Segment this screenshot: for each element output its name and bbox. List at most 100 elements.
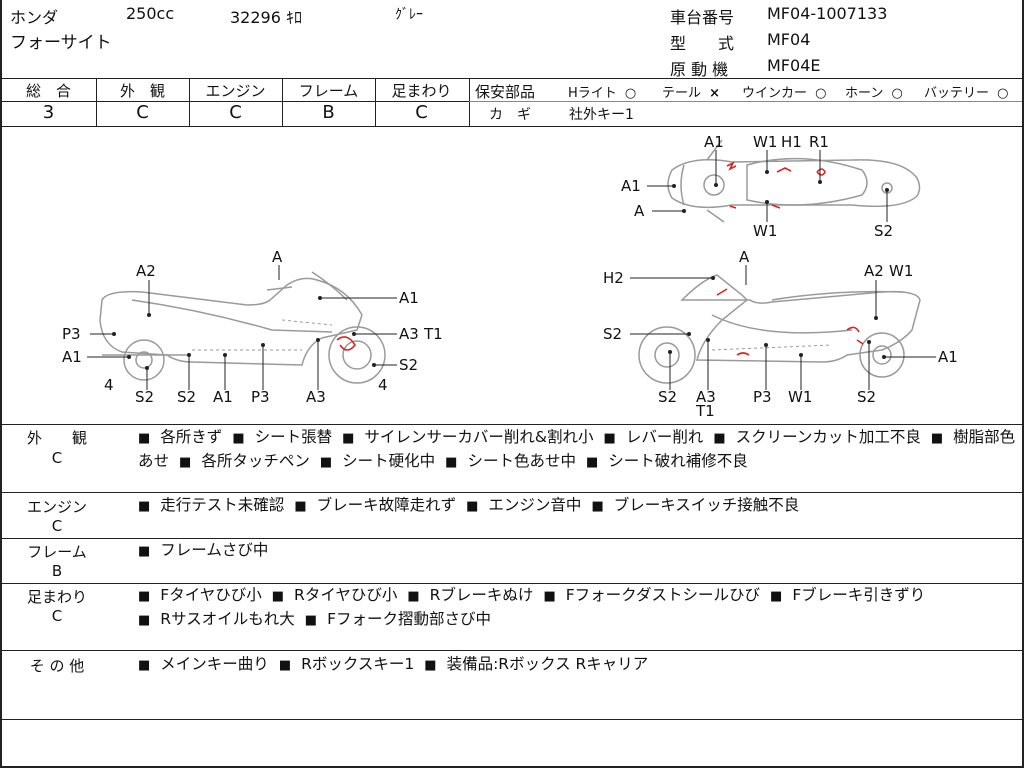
exterior-item: スクリーンカット加工不良 [713, 428, 921, 446]
damage-diagram: A1 W1 H1 R1 A1 A W1 S2 A A2 A1 P3 A3 T1 … [62, 133, 958, 420]
diagram-label: P3 [753, 388, 772, 406]
divider [375, 78, 376, 126]
exterior-item: サイレンサーカバー削れ&割れ小 [342, 428, 593, 446]
grade-value-overall: 3 [42, 102, 55, 123]
safety-item-horn: ホーン ○ [845, 82, 903, 101]
diagram-label: A3 [306, 388, 326, 406]
safety-item-battery: バッテリー ○ [924, 82, 1009, 101]
frame-item: フレームさび中 [138, 541, 268, 559]
diagram-label: S2 [603, 325, 622, 343]
engine-label: 原 動 機 [670, 60, 729, 79]
grade-label-exterior: 外 観 [119, 82, 165, 100]
divider [282, 78, 283, 126]
key-value: 社外キー1 [569, 107, 634, 123]
diagram-label: H2 [603, 269, 624, 287]
diagram-label: W1 [753, 222, 777, 240]
diagram-label: A1 [938, 348, 958, 366]
diagram-label: A2 [864, 262, 884, 280]
safety-label: 保安部品 [475, 83, 536, 101]
grade-value-suspension: C [415, 102, 428, 123]
section-label-suspension: 足まわり [26, 588, 87, 606]
safety-item-name: テール [662, 86, 702, 101]
safety-item-headlight: Hライト ○ [568, 82, 636, 101]
section-label-frame: フレーム [27, 543, 87, 561]
type-label: 型 式 [670, 34, 735, 53]
diagram-label: S2 [658, 388, 677, 406]
grade-label-overall: 総 合 [25, 82, 71, 100]
divider [469, 78, 470, 126]
displacement: 250cc [126, 4, 175, 23]
section-label-exterior: 外 観 [26, 429, 87, 447]
engine-item: エンジン音中 [466, 496, 581, 514]
section-items-frame: フレームさび中 [138, 539, 1018, 563]
grade-label-frame: フレーム [298, 82, 359, 100]
diagram-label: P3 [62, 325, 81, 343]
divider [96, 78, 97, 126]
engine-item: ブレーキ故障走れず [294, 496, 456, 514]
divider [469, 101, 1022, 102]
suspension-item: Fフォーク摺動部さび中 [305, 610, 491, 628]
section-items-exterior: 各所きずシート張替サイレンサーカバー削れ&割れ小レバー削れスクリーンカット加工不… [138, 426, 1018, 474]
engine-item: ブレーキスイッチ接触不良 [591, 496, 799, 514]
other-item: メインキー曲り [138, 655, 269, 673]
diagram-label: W1 [889, 262, 913, 280]
divider [2, 101, 469, 102]
diagram-label: S2 [135, 388, 154, 406]
divider [2, 78, 1022, 79]
divider [2, 538, 1022, 539]
grade-label-engine: エンジン [205, 82, 266, 100]
exterior-item: 各所きず [138, 428, 222, 446]
diagram-label: A1 [704, 133, 724, 151]
suspension-item: Fフォークダストシールひび [543, 586, 760, 604]
divider [2, 126, 1022, 127]
safety-item-name: バッテリー [924, 86, 990, 101]
safety-item-name: ホーン [845, 86, 884, 101]
grade-value-frame: B [322, 102, 335, 123]
diagram-label: P3 [251, 388, 270, 406]
diagram-label: A3 [399, 325, 419, 343]
exterior-item: シート破れ補修不良 [586, 452, 748, 470]
safety-item-name: Hライト [568, 86, 617, 101]
divider [2, 492, 1022, 493]
grade-value-exterior: C [136, 102, 149, 123]
divider [2, 650, 1022, 651]
model-name: フォーサイト [10, 33, 112, 53]
type-value: MF04 [767, 30, 811, 49]
mileage: 32296 ｷﾛ [230, 8, 302, 27]
diagram-label: W1 [788, 388, 812, 406]
diagram-label: R1 [809, 133, 829, 151]
diagram-label: A [272, 248, 283, 266]
divider [2, 424, 1022, 425]
diagram-label: 4 [104, 376, 114, 394]
suspension-item: Fブレーキ引きずり [770, 586, 925, 604]
diagram-label: W1 [753, 133, 777, 151]
other-item: 装備品:Rボックス Rキャリア [424, 655, 648, 673]
safety-item-winker: ウインカー ○ [742, 82, 827, 101]
diagram-label: T1 [423, 325, 443, 343]
diagram-label: A1 [621, 177, 641, 195]
safety-item-tail: テール × [662, 82, 720, 101]
frame-no-label: 車台番号 [670, 8, 735, 27]
section-label-engine: エンジン [26, 498, 87, 516]
frame-no: MF04-1007133 [767, 4, 888, 23]
suspension-item: Rタイヤひび小 [272, 586, 398, 604]
suspension-item: Rブレーキぬけ [407, 586, 533, 604]
divider [2, 719, 1022, 720]
diagram-label: H1 [781, 133, 802, 151]
exterior-item: シート色あせ中 [445, 452, 576, 470]
exterior-item: シート張替 [232, 428, 332, 446]
section-grade-engine: C [51, 517, 63, 535]
engine-value: MF04E [767, 56, 821, 75]
color: ｸﾞﾚｰ [395, 7, 423, 23]
divider [189, 78, 190, 126]
grade-label-suspension: 足まわり [391, 82, 452, 100]
safety-item-mark: ○ [624, 86, 637, 101]
diagram-label: A3 [696, 388, 716, 406]
section-grade-suspension: C [51, 607, 63, 625]
diagram-label: S2 [857, 388, 876, 406]
diagram-label: A1 [213, 388, 233, 406]
section-label-other: そ の 他 [29, 657, 85, 675]
diagram-label: S2 [177, 388, 196, 406]
key-label: カ ギ [489, 107, 531, 123]
